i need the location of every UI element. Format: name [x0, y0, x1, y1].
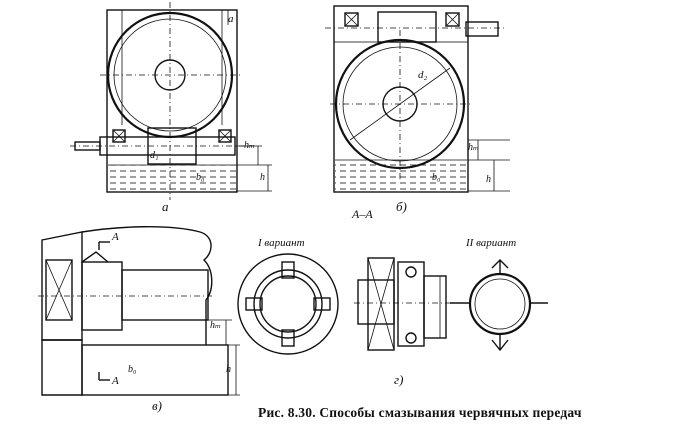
variant-2-ring — [450, 259, 548, 352]
label-d1: d₁ — [150, 150, 158, 161]
label-hm-b: hₘ — [468, 142, 479, 153]
label-h-b: h — [486, 174, 491, 185]
label-hm-a: hₘ — [244, 140, 255, 151]
label-b0-b: b₀ — [432, 172, 441, 183]
label-d2: d₂ — [418, 69, 428, 81]
label-variant-2: II вариант — [465, 237, 516, 249]
label-h-a: h — [260, 172, 265, 183]
label-b0-v: b₀ — [128, 364, 137, 375]
label-b0-a: b₀ — [196, 172, 205, 183]
label-variant-1: I вариант — [257, 237, 305, 249]
label-view-b: б) — [396, 199, 407, 214]
label-section-mark-bottom: А — [111, 375, 119, 387]
variant-1-ring — [237, 253, 339, 355]
label-a-dim: a — [228, 13, 234, 25]
label-view-g: г) — [394, 372, 403, 387]
oil-bath-a — [108, 165, 236, 191]
variant-2-assembly — [354, 257, 450, 351]
label-hm-v: hₘ — [210, 320, 221, 331]
label-view-v: в) — [152, 398, 162, 413]
oil-bath-b — [335, 160, 467, 191]
label-view-a: a — [162, 199, 169, 214]
view-v — [38, 226, 240, 396]
label-section: А–А — [351, 207, 373, 221]
view-b — [325, 5, 510, 193]
view-a — [70, 2, 272, 200]
label-section-mark-top: А — [111, 231, 119, 243]
label-h-v: h — [226, 364, 231, 375]
figure-caption: Рис. 8.30. Способы смазывания червячных … — [258, 405, 582, 420]
